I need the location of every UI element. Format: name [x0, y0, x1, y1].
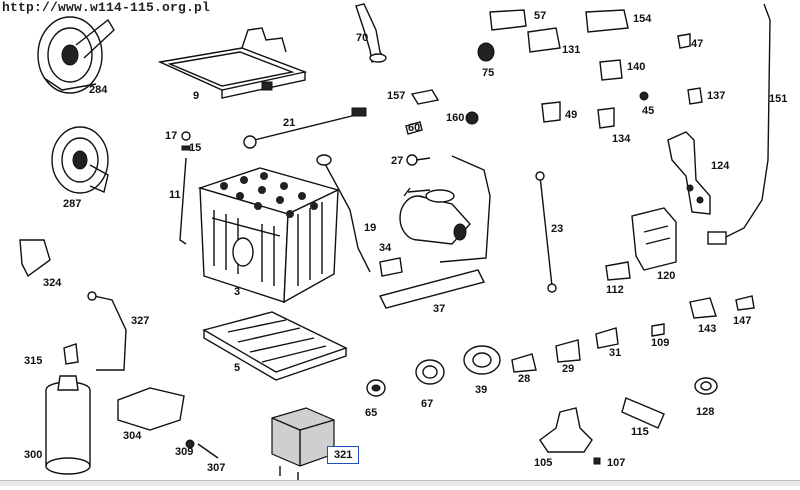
part-label-140[interactable]: 140: [627, 61, 646, 73]
battery-3-drawing: [197, 167, 340, 304]
part-label-154[interactable]: 154: [633, 13, 652, 25]
part-label-107[interactable]: 107: [607, 457, 626, 469]
part-label-131[interactable]: 131: [562, 44, 581, 56]
strap-115-cap-105-drawing: [539, 397, 665, 465]
part-label-120[interactable]: 120: [657, 270, 676, 282]
cable-21-drawing: [243, 107, 367, 149]
part-label-19[interactable]: 19: [364, 222, 377, 234]
part-label-15[interactable]: 15: [189, 142, 202, 154]
part-label-284[interactable]: 284: [89, 84, 108, 96]
part-label-105[interactable]: 105: [534, 457, 553, 469]
part-label-11[interactable]: 11: [169, 189, 181, 201]
part-label-5[interactable]: 5: [234, 362, 241, 374]
part-label-327[interactable]: 327: [131, 315, 150, 327]
part-label-315[interactable]: 315: [24, 355, 43, 367]
part-label-23[interactable]: 23: [551, 223, 564, 235]
part-label-67[interactable]: 67: [421, 398, 434, 410]
part-label-34[interactable]: 34: [379, 242, 392, 254]
part-label-115[interactable]: 115: [631, 426, 649, 438]
window-bottom-border: [0, 480, 800, 486]
plate-120-drawing: [631, 207, 677, 271]
part-label-39[interactable]: 39: [475, 384, 488, 396]
watermark-url: http://www.w114-115.org.pl: [2, 0, 211, 15]
part-label-151[interactable]: 151: [769, 93, 788, 105]
bracket-124-drawing: [667, 131, 711, 215]
part-label-31[interactable]: 31: [609, 347, 622, 359]
part-label-147[interactable]: 147: [733, 315, 752, 327]
part-label-45[interactable]: 45: [642, 105, 655, 117]
part-label-29[interactable]: 29: [562, 363, 575, 375]
bracket-70-drawing: [355, 3, 387, 63]
part-label-27[interactable]: 27: [391, 155, 404, 167]
part-label-307[interactable]: 307: [207, 462, 226, 474]
part-label-321-selected[interactable]: 321: [327, 446, 360, 464]
battery-frame-9-drawing: [157, 27, 308, 99]
part-label-112[interactable]: 112: [606, 284, 624, 296]
part-label-300[interactable]: 300: [24, 449, 43, 461]
strap-23-drawing: [535, 171, 557, 293]
part-label-287[interactable]: 287: [63, 198, 82, 210]
part-label-70[interactable]: 70: [356, 32, 369, 44]
part-label-65[interactable]: 65: [365, 407, 378, 419]
part-label-309[interactable]: 309: [175, 446, 194, 458]
part-label-9[interactable]: 9: [193, 90, 200, 102]
part-label-109[interactable]: 109: [651, 337, 670, 349]
rod-151-drawing: [707, 3, 771, 245]
part-label-75[interactable]: 75: [482, 67, 495, 79]
part-label-137[interactable]: 137: [707, 90, 726, 102]
part-label-49[interactable]: 49: [565, 109, 578, 121]
part-label-47[interactable]: 47: [691, 38, 704, 50]
sleeve-34-37-drawing: [378, 257, 486, 309]
part-label-304[interactable]: 304: [123, 430, 142, 442]
clips-right-drawing: [595, 261, 755, 349]
part-label-37[interactable]: 37: [433, 303, 446, 315]
part-label-3[interactable]: 3: [234, 286, 241, 298]
starter-motor-drawing: [399, 187, 471, 245]
part-label-17[interactable]: 17: [165, 130, 178, 142]
part-label-143[interactable]: 143: [698, 323, 717, 335]
part-label-324[interactable]: 324: [43, 277, 62, 289]
small-parts-middle-drawing: [405, 89, 491, 263]
horn-287-drawing: [51, 126, 109, 194]
horn-284-drawing: [37, 16, 115, 94]
part-label-28[interactable]: 28: [518, 373, 531, 385]
part-label-57[interactable]: 57: [534, 10, 547, 22]
part-label-128[interactable]: 128: [696, 406, 715, 418]
ignition-parts-left-drawing: [19, 239, 219, 475]
relay-321-drawing: [271, 407, 335, 480]
part-label-21[interactable]: 21: [283, 117, 296, 129]
connectors-drawing: [477, 9, 703, 129]
part-label-157[interactable]: 157: [387, 90, 406, 102]
part-label-124[interactable]: 124: [711, 160, 730, 172]
tray-5-drawing: [202, 311, 348, 381]
part-label-160[interactable]: 160: [446, 112, 465, 124]
rod-11-drawing: [179, 131, 191, 245]
part-label-60[interactable]: 60: [408, 122, 421, 134]
part-label-134[interactable]: 134: [612, 133, 631, 145]
grommets-drawing: [366, 339, 718, 397]
cable-19-drawing: [316, 154, 371, 273]
